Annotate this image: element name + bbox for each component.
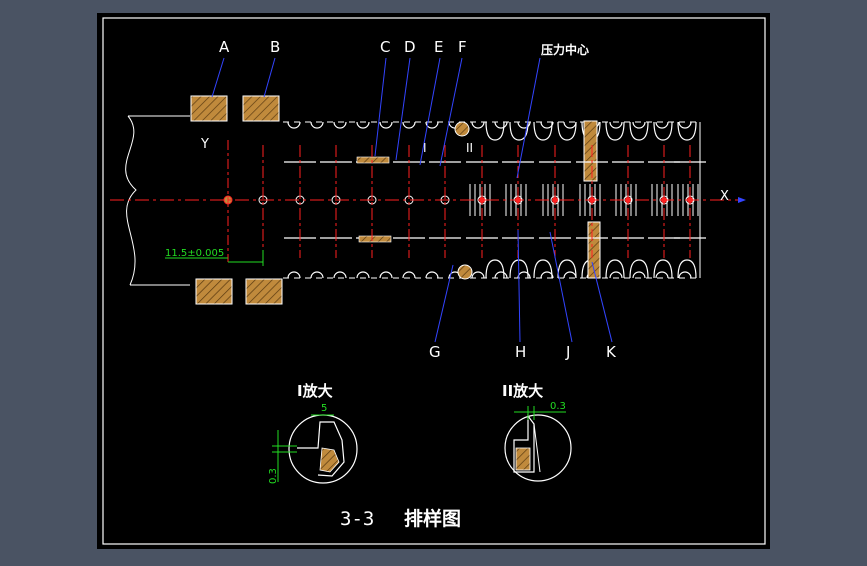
detail-1-dim-side: 0.3 (268, 468, 279, 484)
leader-lines (211, 57, 613, 343)
callout-h: H (515, 343, 526, 361)
callout-f: F (458, 38, 467, 56)
pitch-dimension-text: 11.5±0.005 (165, 248, 224, 259)
axis-x-label: X (720, 189, 729, 204)
strip-outline (125, 115, 701, 286)
callout-e: E (434, 38, 443, 56)
detail-1-label: I放大 (297, 382, 333, 400)
drawing-frame (102, 17, 766, 545)
pitch-dimension (165, 250, 264, 266)
callout-c: C (380, 38, 390, 56)
callout-k: K (606, 343, 617, 361)
detail-2: II放大 0.3 (502, 382, 572, 482)
pressure-center-label: 压力中心 (541, 42, 589, 57)
callout-a: A (219, 38, 230, 56)
drawing-title: 排样图 (404, 507, 461, 530)
callout-b: B (270, 38, 280, 56)
x-arrow-icon (738, 197, 746, 203)
detail-2-label: II放大 (502, 382, 543, 400)
drawing-number: 3-3 (340, 508, 374, 530)
callout-d: D (404, 38, 416, 56)
axis-y-label: Y (200, 137, 209, 152)
detail-1-dim-top: 5 (321, 403, 327, 414)
station-label-1: I (423, 141, 427, 155)
callout-g: G (429, 343, 441, 361)
callout-j: J (565, 343, 570, 361)
detail-1: I放大 5 0.3 (268, 382, 358, 484)
guide-blocks (190, 95, 601, 305)
detail-2-dim-top: 0.3 (550, 401, 566, 412)
station-label-2: II (466, 141, 473, 155)
carrier-features (287, 121, 697, 279)
